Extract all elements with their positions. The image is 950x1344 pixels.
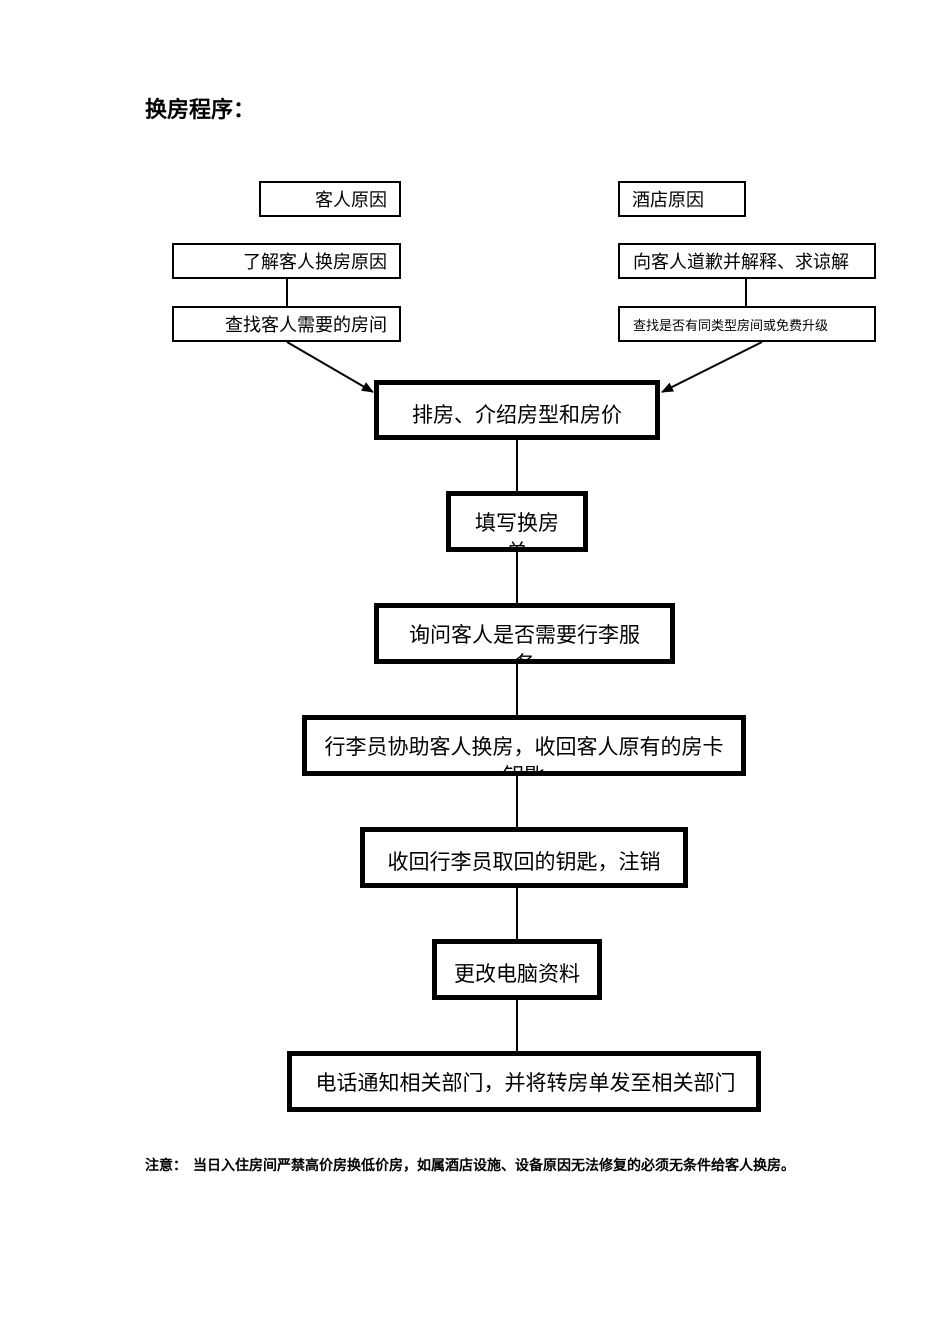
step-ask-luggage: 询问客人是否需要行李服务 [374,603,675,664]
note-text: 当日入住房间严禁高价房换低价房，如属酒店设施、设备原因无法修复的必须无条件给客人… [193,1158,795,1174]
arrow-hotel [661,341,763,393]
guest-step-understand: 了解客人换房原因 [172,243,401,279]
hotel-step-upgrade: 查找是否有同类型房间或免费升级 [618,306,876,342]
step-notify-departments: 电话通知相关部门，并将转房单发至相关部门 [287,1051,761,1112]
note: 注意： 当日入住房间严禁高价房换低价房，如属酒店设施、设备原因无法修复的必须无条… [145,1154,825,1178]
step-update-system: 更改电脑资料 [432,939,602,1000]
arrow-guest [286,341,374,393]
hotel-step-apologize: 向客人道歉并解释、求谅解 [618,243,876,279]
step-assign-room: 排房、介绍房型和房价 [374,380,660,440]
note-label: 注意： [145,1158,187,1174]
page-title: 换房程序： [145,98,256,123]
guest-reason-header: 客人原因 [259,181,401,217]
step-fill-form: 填写换房单 [446,491,588,552]
step-cancel-key: 收回行李员取回的钥匙，注销 [360,827,688,888]
step-bellman-assist: 行李员协助客人换房，收回客人原有的房卡钥匙 [302,715,746,776]
hotel-reason-header: 酒店原因 [618,181,746,217]
guest-step-find-room: 查找客人需要的房间 [172,306,401,342]
